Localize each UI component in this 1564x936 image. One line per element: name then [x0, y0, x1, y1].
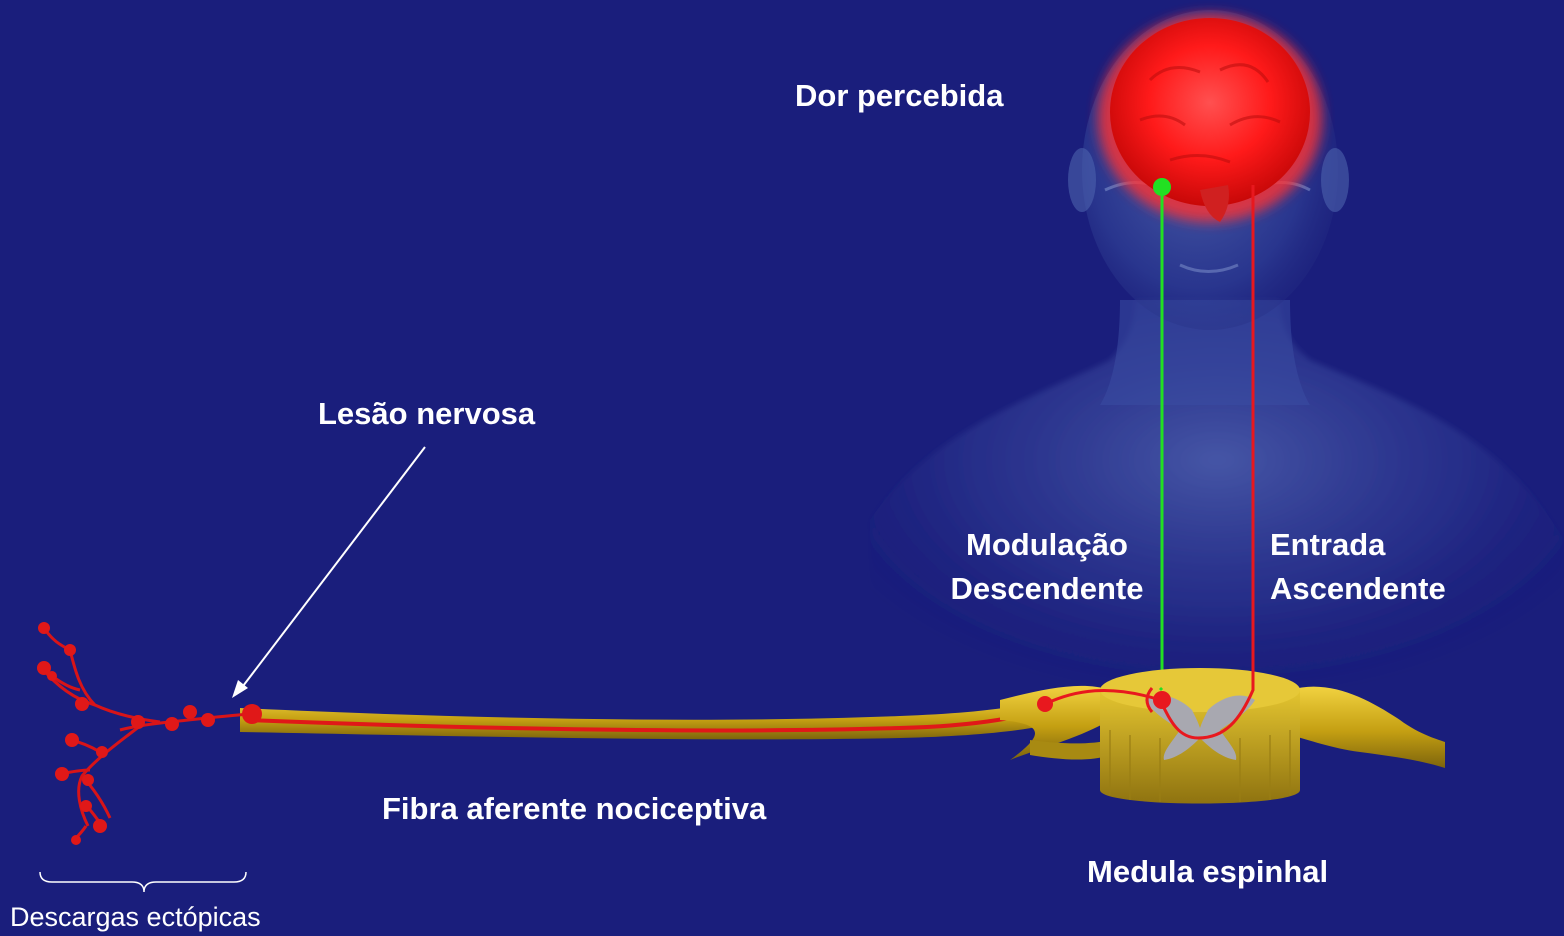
top-title-cut-left [250, 0, 330, 10]
nerve-injury-arrow [232, 447, 425, 698]
nerve-injury-label: Lesão nervosa [318, 392, 535, 436]
ectopic-discharge-nodes [37, 622, 262, 845]
descending-line2: Descendente [942, 567, 1152, 611]
spinal-cord-label: Medula espinhal [1087, 850, 1328, 894]
afferent-fiber [240, 696, 1060, 739]
descending-modulation-label: Modulação Descendente [942, 523, 1152, 611]
afferent-fiber-label: Fibra aferente nociceptiva [382, 787, 766, 831]
ascending-line2: Ascendente [1270, 567, 1446, 611]
ectopic-discharges-bracket [40, 872, 246, 892]
brain-icon [1098, 14, 1322, 222]
ectopic-discharges-label: Descargas ectópicas [10, 902, 261, 933]
ascending-input-label: Entrada Ascendente [1270, 523, 1446, 611]
perceived-pain-label: Dor percebida [795, 74, 1003, 118]
ascending-line1: Entrada [1270, 523, 1446, 567]
descending-line1: Modulação [942, 523, 1152, 567]
